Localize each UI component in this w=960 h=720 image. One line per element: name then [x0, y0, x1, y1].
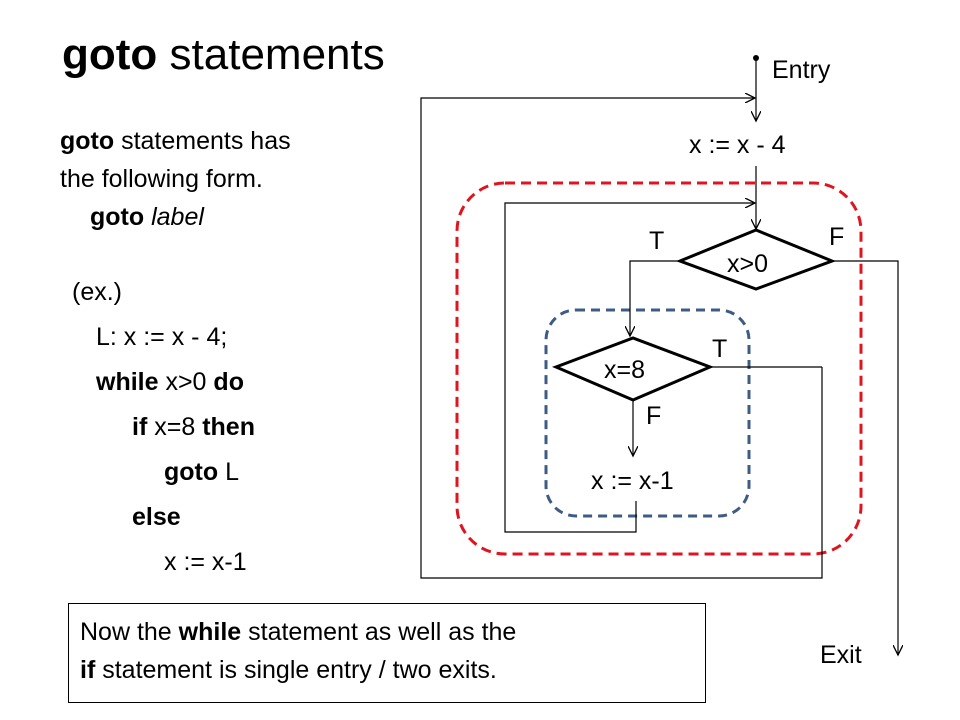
kw-do: do [213, 368, 244, 396]
intro-text: goto statements has the following form. … [60, 122, 291, 236]
example-label: (ex.) [72, 278, 122, 306]
while-back-edge [504, 203, 755, 533]
intro-line-1: goto statements has [60, 122, 291, 160]
if-condition-label: x=8 [604, 356, 645, 384]
code-line-3-mid: x=8 [147, 413, 203, 441]
while-region [455, 181, 863, 556]
exit-label: Exit [820, 641, 862, 669]
code-line-3: if x=8 then [72, 405, 255, 450]
kw-goto: goto [164, 458, 219, 486]
syntax-label: label [151, 203, 204, 231]
syntax-keyword: goto [90, 203, 145, 231]
while-false-label: F [829, 223, 844, 251]
code-line-4: goto L [72, 450, 255, 495]
note-text-3: statement is single entry / two exits. [95, 656, 497, 684]
if-region [544, 308, 751, 518]
title-rest: statements [157, 30, 385, 79]
note-line-2: if statement is single entry / two exits… [80, 651, 705, 689]
while-true-label: T [649, 227, 664, 255]
entry-label: Entry [772, 56, 831, 84]
summary-note: Now the while statement as well as the i… [68, 603, 706, 703]
if-false-label: F [646, 402, 661, 430]
intro-line-1-text: statements has [114, 127, 291, 155]
code-line-1: L: x := x - 4; [96, 323, 228, 351]
goto-syntax: goto label [60, 198, 291, 236]
note-text-2: statement as well as the [241, 618, 517, 646]
note-line-1: Now the while statement as well as the [80, 613, 705, 651]
while-condition-label: x>0 [727, 250, 768, 278]
kw-then: then [202, 413, 255, 441]
code-line-4-rest: L [218, 458, 239, 486]
kw-while: while [96, 368, 159, 396]
example-code: (ex.) L: x := x - 4; while x>0 do if x=8… [72, 270, 255, 585]
intro-keyword: goto [60, 127, 115, 155]
intro-line-2: the following form. [60, 165, 263, 193]
note-text-1: Now the [80, 618, 179, 646]
kw-if: if [132, 413, 148, 441]
while-exit-line [832, 260, 898, 655]
code-line-2-mid: x>0 [158, 368, 214, 396]
assign-x-minus-1: x := x-1 [591, 467, 674, 495]
kw-else: else [132, 503, 181, 531]
assign-x-minus-4: x := x - 4 [689, 131, 786, 159]
page-title: goto statements [62, 30, 385, 80]
if-true-label: T [712, 335, 727, 363]
code-line-2: while x>0 do [72, 360, 255, 405]
code-line-5: else [72, 495, 255, 540]
note-kw-if: if [80, 656, 96, 684]
while-true-line [630, 260, 680, 336]
code-line-6: x := x-1 [164, 548, 247, 576]
goto-loop-line [420, 98, 823, 579]
title-keyword: goto [62, 30, 158, 79]
note-kw-while: while [178, 618, 242, 646]
